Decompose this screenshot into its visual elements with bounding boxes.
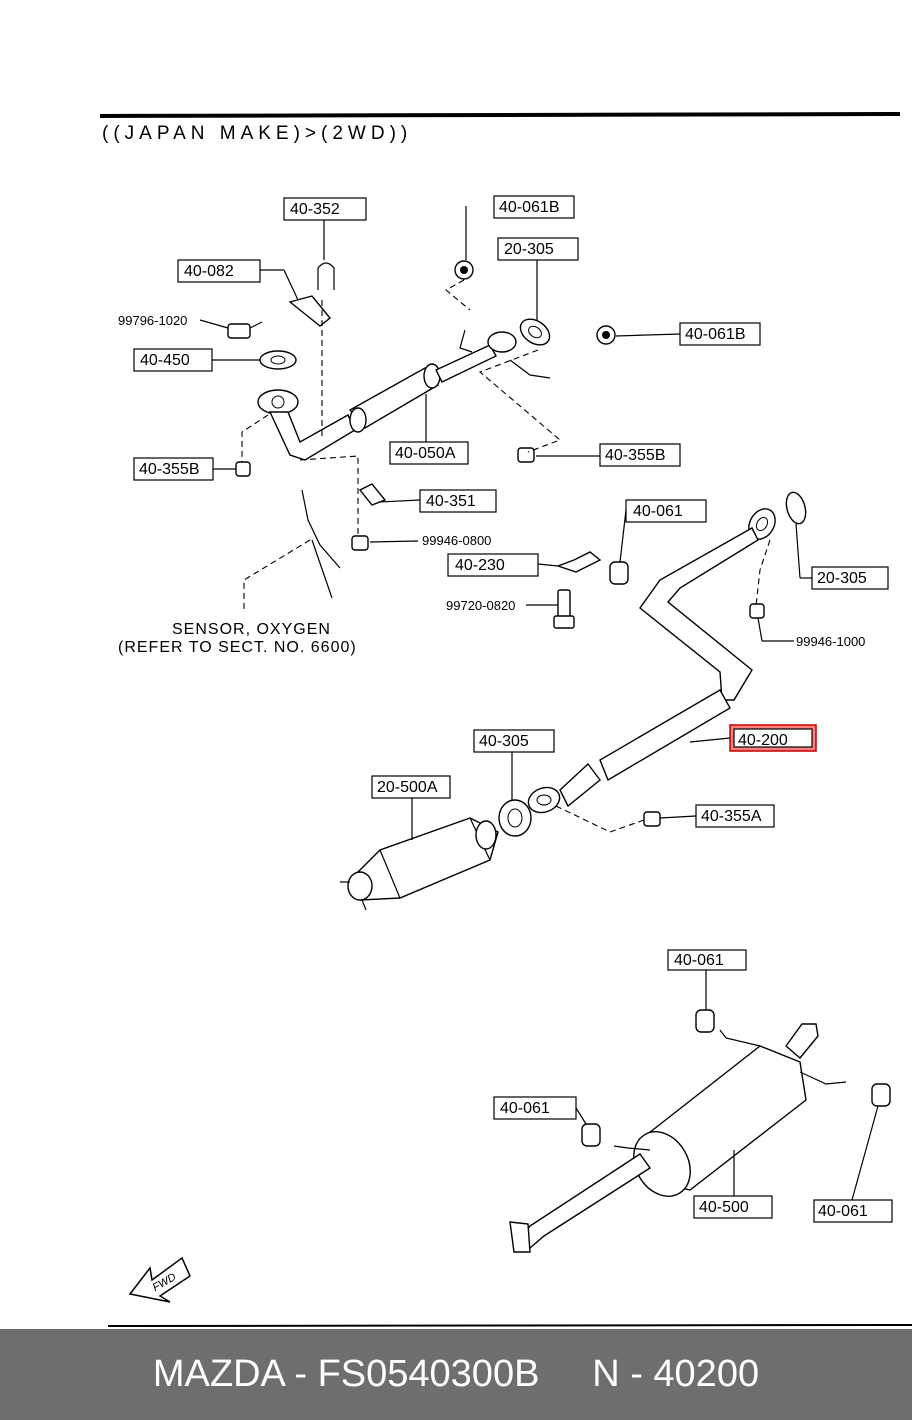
top-rule [99,112,901,118]
label-99946-0800: 99946-0800 [422,533,491,548]
label-20-500a: 20-500A [377,779,438,796]
label-40-352: 40-352 [290,201,340,218]
label-40-061-bottom-3: 40-061 [818,1203,868,1220]
center-pipe-assembly [498,491,807,837]
label-40-500: 40-500 [699,1199,749,1216]
label-40-450: 40-450 [140,352,190,369]
label-40-230: 40-230 [455,557,505,574]
label-40-355b-right: 40-355B [605,447,666,464]
label-40-082: 40-082 [184,263,234,280]
leader-lines [199,206,879,1201]
label-99720-0820: 99720-0820 [446,598,515,613]
label-99796-1020: 99796-1020 [118,313,187,328]
label-20-305-top: 20-305 [504,241,554,258]
label-40-061-mid: 40-061 [633,503,683,520]
fwd-arrow-icon: FWD [128,1256,191,1303]
label-40-061b-right: 40-061B [685,326,746,343]
front-pipe-assembly [227,260,616,612]
footer-part-info: MAZDA - FS0540300B N - 40200 [152,1353,760,1395]
label-40-050a: 40-050A [395,445,456,462]
label-40-061b-top: 40-061B [499,199,560,216]
label-40-200: 40-200 [738,732,788,749]
label-40-305: 40-305 [479,733,529,750]
label-40-351: 40-351 [426,493,476,510]
label-40-355b-left: 40-355B [139,461,200,478]
diagram-title: ((JAPAN MAKE)>(2WD)) [102,123,412,144]
bottom-rule [107,1324,912,1327]
sensor-note-line1: SENSOR, OXYGEN [172,621,331,638]
label-20-305-right: 20-305 [817,570,867,587]
sensor-note-line2: (REFER TO SECT. NO. 6600) [118,639,357,656]
exhaust-parts-diagram: ((JAPAN MAKE)>(2WD)) [99,112,912,1327]
label-99946-1000: 99946-1000 [796,634,865,649]
label-40-061-bottom-1: 40-061 [674,952,724,969]
footer-bar: MAZDA - FS0540300B N - 40200 [0,1329,912,1420]
label-40-061-bottom-2: 40-061 [500,1100,550,1117]
main-muffler [509,1009,891,1253]
label-40-355a: 40-355A [701,808,762,825]
part-labels: 40-352 40-061B 20-305 40-082 99796-1020 … [118,195,893,1223]
catalytic-converter [340,817,499,911]
